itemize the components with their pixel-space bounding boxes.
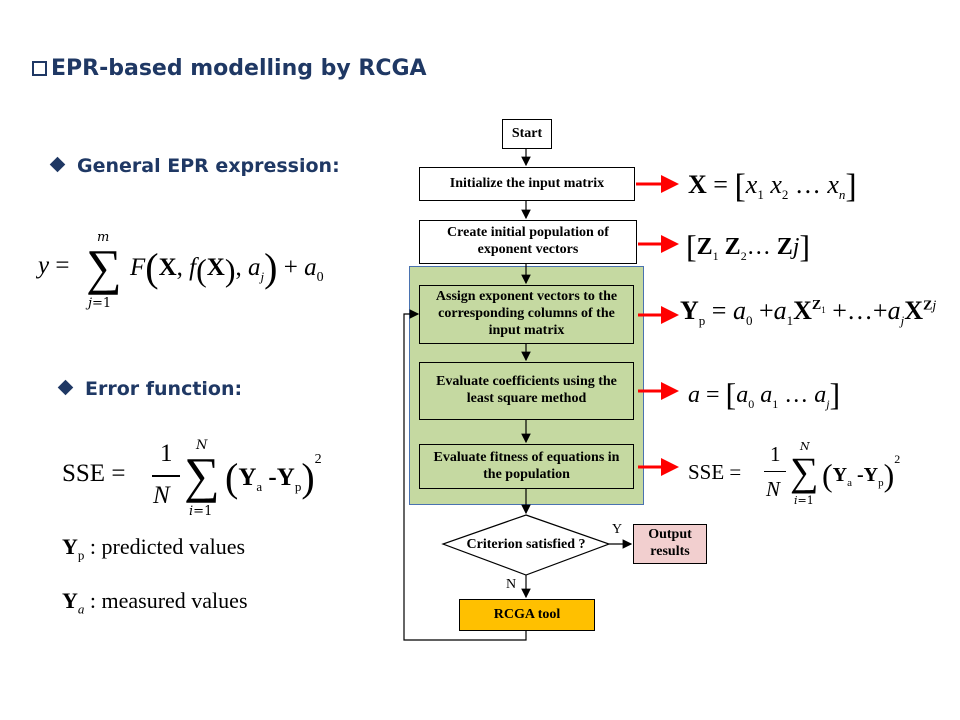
general-epr-heading: General EPR expression: xyxy=(49,155,340,177)
model-equation: Yp = a0 +a1XZ1 +…+ajXZj xyxy=(680,296,937,329)
ya-legend: Ya : measured values xyxy=(62,588,248,617)
create-population-box: Create initial population of exponent ve… xyxy=(419,220,637,264)
output-results-box: Output results xyxy=(633,524,707,564)
evaluate-fitness-box: Evaluate fitness of equations in the pop… xyxy=(419,444,634,489)
evaluate-coefficients-box: Evaluate coefficients using the least sq… xyxy=(419,362,634,420)
error-function-heading: Error function: xyxy=(57,378,242,400)
input-matrix-equation: X = [x1 x2 … xn] xyxy=(688,168,857,205)
slide-title: EPR-based modelling by RCGA xyxy=(32,56,427,81)
yp-legend: Yp : predicted values xyxy=(62,534,246,563)
no-label: N xyxy=(506,577,517,592)
start-box: Start xyxy=(502,119,552,149)
assign-exponent-box: Assign exponent vectors to the correspon… xyxy=(419,285,634,344)
exponent-vector-equation: [Z1 Z2… Zj] xyxy=(686,228,811,264)
init-matrix-box: Initialize the input matrix xyxy=(419,167,635,201)
coefficient-vector-equation: a = [a0 a1 … aj] xyxy=(688,376,841,412)
yes-label: Y xyxy=(612,522,623,537)
criterion-decision: Criterion satisfied ? xyxy=(466,536,586,552)
rcga-tool-box: RCGA tool xyxy=(459,599,595,631)
checkbox-bullet-icon xyxy=(32,61,47,76)
